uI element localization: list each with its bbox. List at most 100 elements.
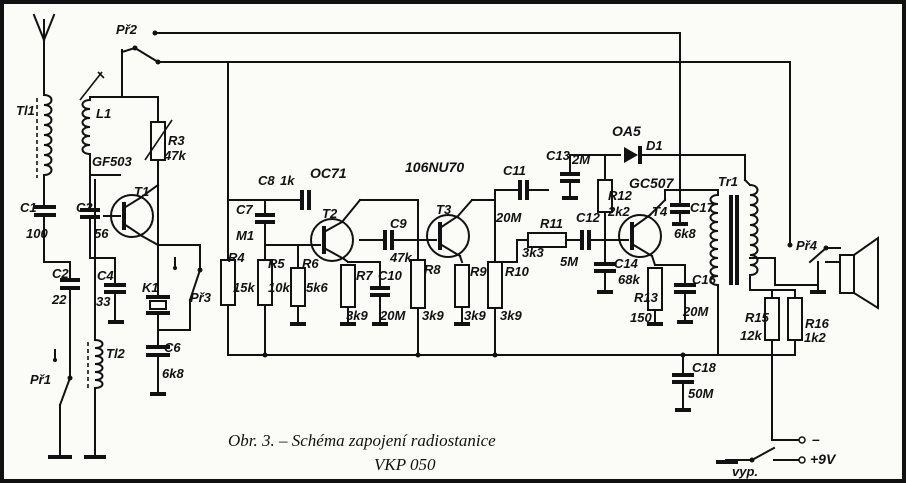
label-l1: L1 — [96, 106, 111, 121]
resistor-r8 — [410, 199, 426, 358]
label-pr3: Př3 — [190, 290, 212, 305]
label-c12-value: 5M — [560, 254, 579, 269]
label-r8-value: 3k9 — [422, 308, 444, 323]
label-r6-value: 5k6 — [306, 280, 328, 295]
capacitor-c3 — [80, 174, 121, 259]
label-r12-value: 2k2 — [607, 204, 630, 219]
switch-pr2 — [120, 30, 791, 65]
label-tr1: Tr1 — [718, 174, 738, 189]
resistor-r7 — [340, 261, 381, 326]
label-tl1: Tl1 — [16, 103, 35, 118]
label-r3-value: 47k — [163, 148, 186, 163]
label-r9: R9 — [470, 264, 487, 279]
label-c3: C3 — [76, 200, 93, 215]
label-r11-value: 3k3 — [522, 245, 544, 260]
label-c10-value: 20M — [379, 308, 406, 323]
choke-tl1 — [36, 89, 53, 206]
label-c16: C16 — [692, 272, 717, 287]
label-c8: C8 — [258, 173, 275, 188]
label-c4: C4 — [97, 268, 114, 283]
label-r5-value: 10k — [268, 280, 290, 295]
resistor-r13 — [647, 264, 686, 326]
capacitor-c11 — [494, 180, 549, 201]
label-c13: C13 — [546, 148, 571, 163]
label-c2: C2 — [52, 266, 69, 281]
resistor-r5 — [257, 244, 299, 358]
label-c6-value: 6k8 — [162, 366, 184, 381]
label-c18: C18 — [692, 360, 717, 375]
label-r9-value: 3k9 — [464, 308, 486, 323]
caption-line2: VKP 050 — [374, 455, 436, 474]
antenna-symbol — [32, 13, 56, 91]
label-c17-value: 6k8 — [674, 226, 696, 241]
capacitor-c17 — [670, 189, 690, 226]
label-r4: R4 — [228, 250, 245, 265]
component-labels: Tl1 L1 R3 47k GF503 Př2 T1 C1 100 C3 56 … — [16, 22, 837, 479]
label-plus9v-terminal: +9V — [810, 451, 837, 467]
label-oa5: OA5 — [612, 123, 641, 139]
crystal-k1 — [146, 244, 201, 346]
capacitor-c4 — [104, 257, 126, 324]
label-r7-value: 3k9 — [346, 308, 368, 323]
resistor-r3 — [144, 96, 173, 246]
label-c17: C17 — [690, 200, 715, 215]
label-t2: T2 — [322, 206, 338, 221]
label-c13-value: 2M — [571, 152, 591, 167]
speaker-icon — [825, 236, 879, 310]
label-r7: R7 — [356, 268, 373, 283]
capacitor-c7 — [255, 199, 275, 246]
label-c6: C6 — [164, 340, 181, 355]
label-r4-value: 15k — [233, 280, 255, 295]
label-gc507: GC507 — [629, 175, 675, 191]
capacitor-c18 — [672, 352, 694, 412]
label-c11: C11 — [503, 163, 526, 178]
choke-tl2 — [84, 179, 106, 459]
capacitor-c2 — [43, 261, 80, 341]
caption-line1: Obr. 3. – Schéma zapojení radiostanice — [228, 431, 496, 450]
label-oc71: OC71 — [310, 165, 347, 181]
capacitor-c10 — [370, 261, 390, 326]
resistor-r11 — [494, 232, 581, 263]
label-c9-value: 47k — [389, 250, 412, 265]
label-d1: D1 — [646, 138, 663, 153]
resistor-r16 — [759, 289, 803, 356]
label-r10-value: 3k9 — [500, 308, 522, 323]
label-r15-value: 12k — [740, 328, 762, 343]
coil-l1 — [79, 49, 159, 176]
label-c7-value: M1 — [236, 228, 254, 243]
label-r15: R15 — [745, 310, 770, 325]
label-r8: R8 — [424, 262, 441, 277]
diode-d1 — [597, 146, 746, 181]
label-r16: R16 — [805, 316, 830, 331]
label-r6: R6 — [302, 256, 319, 271]
label-c14: C14 — [614, 256, 639, 271]
label-r12: R12 — [608, 188, 633, 203]
label-106nu70: 106NU70 — [405, 159, 464, 175]
label-r10: R10 — [505, 264, 530, 279]
label-c11-value: 20M — [495, 210, 522, 225]
label-switch-vyp: vyp. — [732, 464, 758, 479]
label-r3: R3 — [168, 133, 185, 148]
label-t1: T1 — [134, 184, 149, 199]
label-c7: C7 — [236, 202, 253, 217]
transformer-tr1 — [709, 178, 776, 356]
transistor-t3 — [424, 198, 496, 264]
resistor-r4 — [220, 259, 236, 306]
label-k1: K1 — [142, 280, 159, 295]
label-pr4: Př4 — [796, 238, 818, 253]
label-c2-value: 22 — [51, 292, 67, 307]
label-r13-value: 150 — [630, 310, 652, 325]
label-pr2: Př2 — [116, 22, 138, 37]
label-c8-value: 1k — [280, 173, 295, 188]
label-c16-value: 20M — [682, 304, 709, 319]
transistor-t4 — [618, 189, 719, 267]
label-r13: R13 — [634, 290, 659, 305]
capacitor-c9 — [359, 230, 426, 250]
label-c18-value: 50M — [688, 386, 714, 401]
label-c9: C9 — [390, 216, 407, 231]
label-gf503: GF503 — [92, 154, 133, 169]
capacitor-c1 — [34, 205, 56, 263]
resistor-r15 — [749, 284, 780, 441]
label-r16-value: 1k2 — [804, 330, 826, 345]
